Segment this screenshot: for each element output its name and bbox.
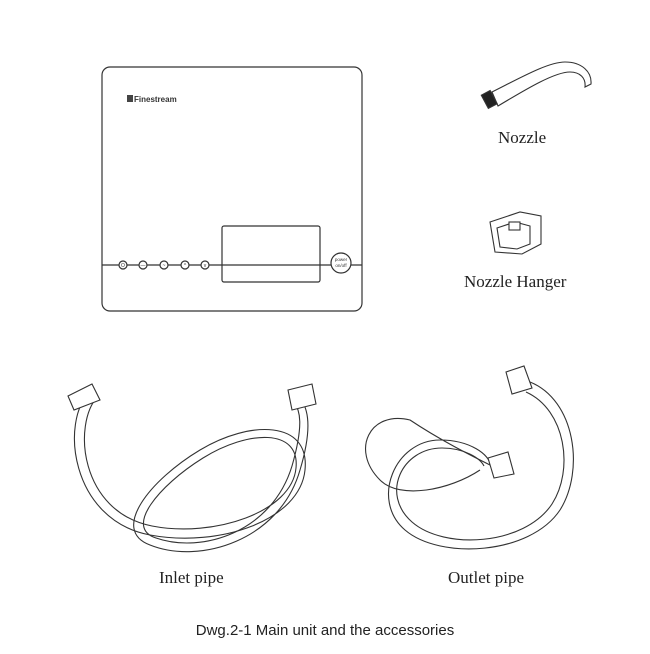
control-button-4-glyph: ^ <box>184 263 187 269</box>
inlet-pipe-hose-outer <box>73 391 309 553</box>
nozzle-body <box>491 61 592 107</box>
power-button-label-1: power <box>335 257 348 262</box>
nozzle-thread <box>480 89 498 110</box>
inlet-pipe-drawing <box>67 383 317 553</box>
outlet-pipe-top-connector <box>505 365 533 395</box>
nozzle-hanger-clip <box>508 221 521 231</box>
control-button-3-glyph: ~ <box>163 263 166 269</box>
control-button-5 <box>200 260 210 270</box>
nozzle-label: Nozzle <box>498 128 547 147</box>
display-screen <box>221 225 321 283</box>
nozzle-hanger-drawing <box>489 211 542 255</box>
inlet-pipe-hose-inner <box>83 395 301 544</box>
figure-caption: Dwg.2-1 Main unit and the accessories <box>195 622 455 639</box>
nozzle-hanger-label: Nozzle Hanger <box>464 272 567 291</box>
inlet-pipe-right-connector <box>287 383 317 411</box>
nozzle-hanger-body <box>489 211 542 255</box>
outlet-pipe-hose-outer <box>365 381 574 550</box>
control-button-1-glyph: O <box>121 263 125 269</box>
outlet-pipe-hose-inner <box>396 391 565 541</box>
control-button-3 <box>159 260 169 270</box>
control-button-4 <box>180 260 190 270</box>
outlet-pipe-drawing <box>365 365 574 550</box>
nozzle-drawing <box>480 61 592 110</box>
brand-logo-text: Finestream <box>134 95 177 104</box>
control-button-glyphs: O — ~ ^ v <box>121 263 207 269</box>
power-button <box>330 252 352 274</box>
inlet-pipe-label: Inlet pipe <box>159 568 224 587</box>
main-unit <box>101 66 363 312</box>
outlet-pipe-bottom-connector <box>487 451 515 479</box>
control-button-2-glyph: — <box>141 263 146 269</box>
control-button-1 <box>118 260 128 270</box>
control-button-2 <box>138 260 148 270</box>
control-button-5-glyph: v <box>204 263 207 269</box>
power-button-label-2: on/off <box>335 263 347 268</box>
inlet-pipe-left-connector <box>67 383 101 411</box>
brand-logo-mark <box>127 95 133 102</box>
brand-logo: Finestream <box>127 95 177 104</box>
outlet-pipe-label: Outlet pipe <box>448 568 525 587</box>
main-unit-body <box>101 66 363 312</box>
